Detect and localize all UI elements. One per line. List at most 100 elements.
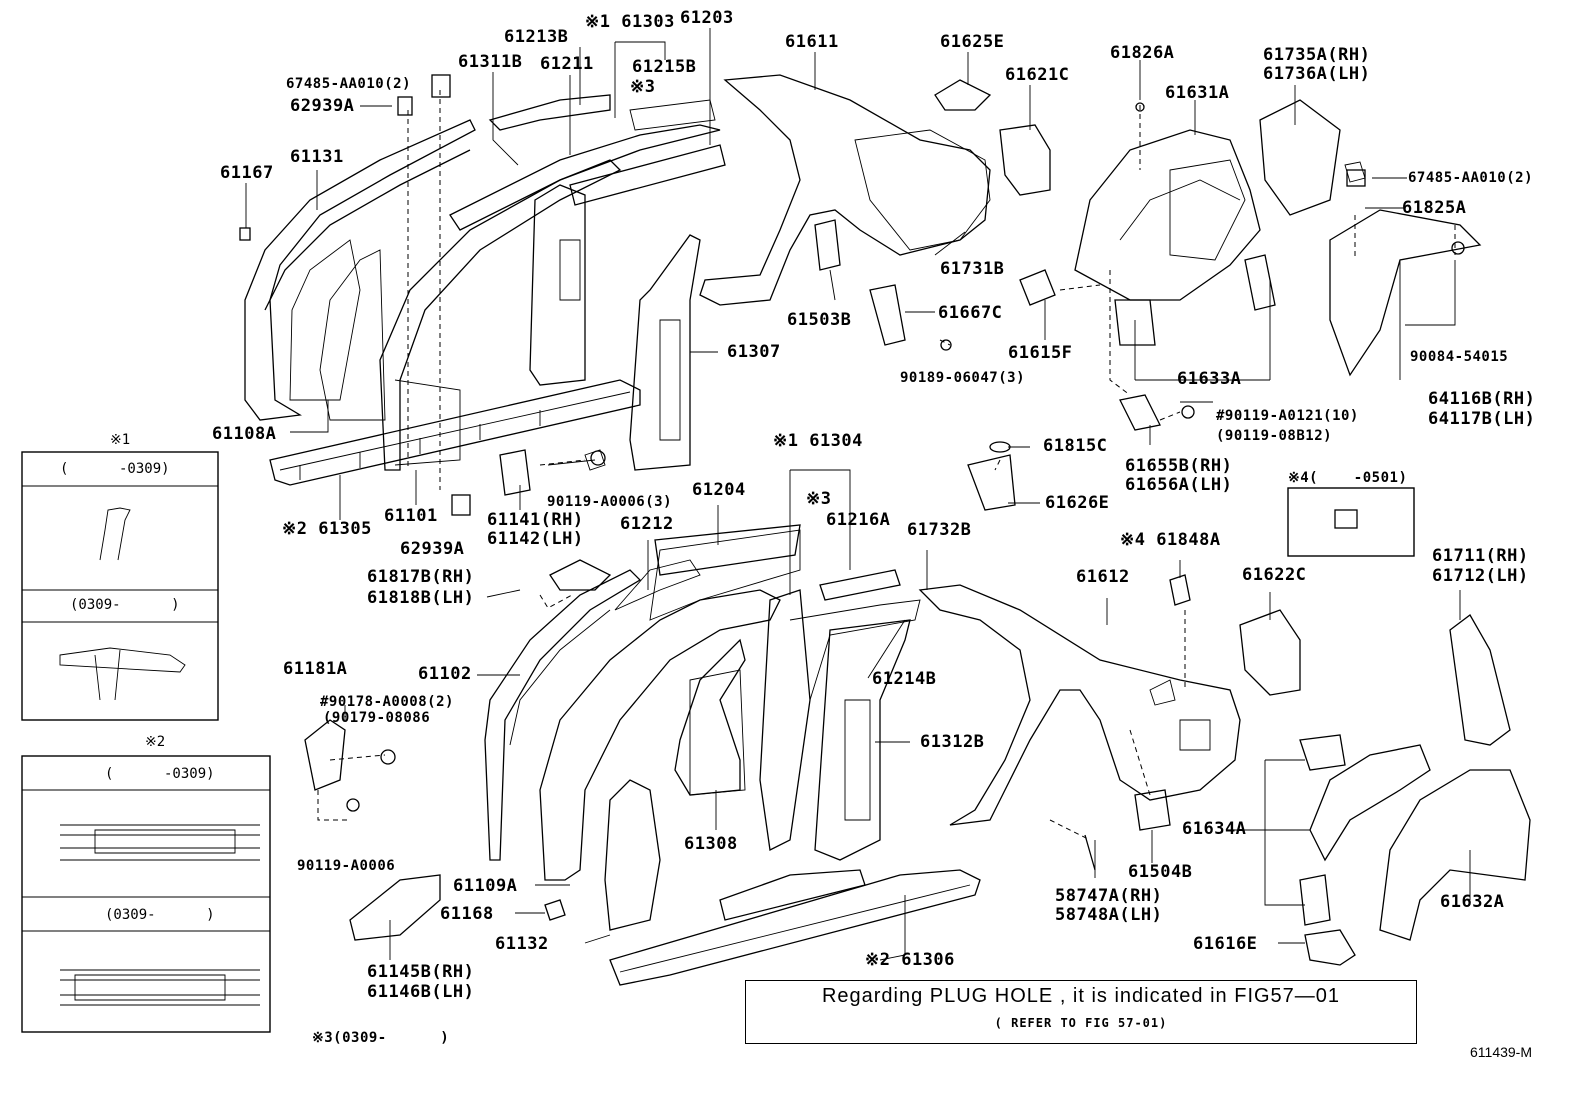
label-90084-54015: 90084-54015 bbox=[1410, 349, 1509, 365]
label-61204: 61204 bbox=[692, 480, 746, 500]
label-61504B: 61504B bbox=[1128, 862, 1193, 882]
label-61736A: 61736A(LH) bbox=[1263, 64, 1371, 84]
inset-2-frame bbox=[21, 755, 271, 1033]
inset-2-range-a: ( -0309) bbox=[105, 766, 215, 782]
label-61109A: 61109A bbox=[453, 876, 518, 896]
label-61711: 61711(RH) bbox=[1432, 546, 1529, 566]
label-61817B: 61817B(RH) bbox=[367, 567, 475, 587]
label-90189-06047: 90189-06047(3) bbox=[900, 370, 1026, 386]
label-61308: 61308 bbox=[684, 834, 738, 854]
label-61145B: 61145B(RH) bbox=[367, 962, 475, 982]
upper-center-pillar-assembly bbox=[319, 159, 622, 471]
figure-id: 611439-M bbox=[1470, 1044, 1533, 1060]
lower-wheelhouse-61632A bbox=[1299, 734, 1531, 966]
plug-hole-note-box: Regarding PLUG HOLE , it is indicated in… bbox=[745, 980, 1417, 1044]
upper-side-panel-outer bbox=[244, 119, 476, 421]
upper-quarter-panel-61611 bbox=[699, 74, 991, 306]
label-61622C: 61622C bbox=[1242, 565, 1307, 585]
label-67485-AA010-right: 67485-AA010(2) bbox=[1408, 170, 1534, 186]
inset-1-title: ※1 bbox=[110, 432, 131, 448]
upper-fasteners bbox=[239, 74, 1465, 516]
label-61102: 61102 bbox=[418, 664, 472, 684]
label-61656A: 61656A(LH) bbox=[1125, 475, 1233, 495]
label-90119-A0006-3: 90119-A0006(3) bbox=[547, 494, 673, 510]
lower-side-frame-assembly bbox=[539, 524, 801, 931]
label-61212: 61212 bbox=[620, 514, 674, 534]
label-64116B: 64116B(RH) bbox=[1428, 389, 1536, 409]
label-61826A: 61826A bbox=[1110, 43, 1175, 63]
label-note3-range: ※3(0309- ) bbox=[312, 1030, 450, 1046]
label-61215B: 61215B bbox=[632, 57, 697, 77]
label-61631A: 61631A bbox=[1165, 83, 1230, 103]
lower-leader-lines bbox=[344, 469, 1471, 961]
label-90119-A0121: #90119-A0121(10) bbox=[1216, 408, 1359, 424]
label-61632A: 61632A bbox=[1440, 892, 1505, 912]
label-90179-08086: (90179-08086 bbox=[323, 710, 431, 726]
label-61213B: 61213B bbox=[504, 27, 569, 47]
label-61181A: 61181A bbox=[283, 659, 348, 679]
label-62939A-top: 62939A bbox=[290, 96, 355, 116]
label-62939A-bottom: 62939A bbox=[400, 539, 465, 559]
upper-rocker bbox=[269, 379, 641, 486]
label-61108A: 61108A bbox=[212, 424, 277, 444]
label-61621C: 61621C bbox=[1005, 65, 1070, 85]
upper-quarter-pillar-61307 bbox=[629, 234, 701, 471]
label-61611: 61611 bbox=[785, 32, 839, 52]
plug-hole-note-reference: ( REFER TO FIG 57-01) bbox=[994, 1016, 1168, 1030]
lower-quarter-panel-61612 bbox=[918, 584, 1241, 826]
label-61731B: 61731B bbox=[940, 259, 1005, 279]
label-61305: ※2 61305 bbox=[282, 519, 372, 539]
label-61167: 61167 bbox=[220, 163, 274, 183]
upper-guide-lines bbox=[407, 90, 1456, 490]
lower-b-pillar-61308 bbox=[674, 589, 921, 851]
label-61141: 61141(RH) bbox=[487, 510, 584, 530]
inset-2-title: ※2 bbox=[145, 734, 166, 750]
label-61214B: 61214B bbox=[872, 669, 937, 689]
label-61732B: 61732B bbox=[907, 520, 972, 540]
label-90119-08B12: (90119-08B12) bbox=[1216, 428, 1333, 444]
upper-small-brackets bbox=[499, 79, 1056, 496]
label-61712: 61712(LH) bbox=[1432, 566, 1529, 586]
lower-fasteners bbox=[346, 509, 1358, 871]
label-61815C: 61815C bbox=[1043, 436, 1108, 456]
label-note3-lower: ※3 bbox=[806, 489, 832, 509]
upper-b-pillar bbox=[529, 184, 586, 386]
lower-guide-lines bbox=[317, 459, 1186, 841]
label-61203: 61203 bbox=[680, 8, 734, 28]
upper-rear-pieces bbox=[1114, 99, 1482, 431]
label-90119-A0006: 90119-A0006 bbox=[297, 858, 396, 874]
label-61132: 61132 bbox=[495, 934, 549, 954]
label-61311B: 61311B bbox=[458, 52, 523, 72]
label-61307: 61307 bbox=[727, 342, 781, 362]
inset-1-frame bbox=[21, 451, 219, 721]
label-61168: 61168 bbox=[440, 904, 494, 924]
label-61655B: 61655B(RH) bbox=[1125, 456, 1233, 476]
label-61735A: 61735A(RH) bbox=[1263, 45, 1371, 65]
label-61312B: 61312B bbox=[920, 732, 985, 752]
label-61625E: 61625E bbox=[940, 32, 1005, 52]
label-61146B: 61146B(LH) bbox=[367, 982, 475, 1002]
label-90178-A0008: #90178-A0008(2) bbox=[320, 694, 454, 710]
label-61612: 61612 bbox=[1076, 567, 1130, 587]
label-61303: ※1 61303 bbox=[585, 12, 675, 32]
label-61211: 61211 bbox=[540, 54, 594, 74]
label-61304: ※1 61304 bbox=[773, 431, 863, 451]
upper-wheelhouse-61631A bbox=[1074, 129, 1261, 301]
inset-2-range-b: (0309- ) bbox=[105, 907, 215, 923]
label-61616E: 61616E bbox=[1193, 934, 1258, 954]
label-64117B: 64117B(LH) bbox=[1428, 409, 1536, 429]
label-note4-box: ※4( -0501) bbox=[1288, 470, 1408, 486]
label-61848A: ※4 61848A bbox=[1120, 530, 1221, 550]
inset-1-range-a: ( -0309) bbox=[60, 461, 170, 477]
label-61101: 61101 bbox=[384, 506, 438, 526]
lower-rocker-61306 bbox=[609, 869, 981, 986]
inset-4-frame bbox=[1287, 487, 1415, 557]
plug-hole-note-text: Regarding PLUG HOLE , it is indicated in… bbox=[821, 985, 1341, 1007]
label-61626E: 61626E bbox=[1045, 493, 1110, 513]
label-61633A: 61633A bbox=[1177, 369, 1242, 389]
lower-quarter-pillar-61312B bbox=[814, 619, 911, 861]
lower-side-panel-outer-61102 bbox=[484, 569, 642, 861]
label-61142: 61142(LH) bbox=[487, 529, 584, 549]
label-67485-AA010-left: 67485-AA010(2) bbox=[286, 76, 412, 92]
